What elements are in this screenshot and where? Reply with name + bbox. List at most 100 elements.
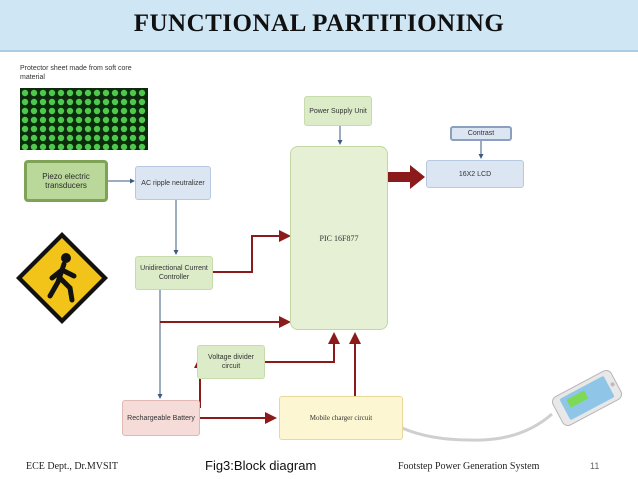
contrast-label: Contrast [467,130,495,137]
voltage-divider-label: Voltage divider circuit [208,354,254,370]
grid-dot [39,107,47,115]
image-caption: Protector sheet made from soft core mate… [20,65,132,81]
ac-ripple-neutralizer-box: AC ripple neutralizer [135,166,211,200]
contrast-box: Contrast [450,126,512,141]
grid-dot [21,116,29,124]
grid-dot [30,125,38,133]
grid-dot [66,125,74,133]
grid-dot [57,116,65,124]
grid-dot [48,125,56,133]
grid-dot [30,116,38,124]
grid-dot [111,89,119,97]
ac-ripple-label: AC ripple neutralizer [141,179,205,187]
dot-grid-icon [21,89,146,151]
protector-sheet-image [20,88,148,151]
grid-dot [120,89,128,97]
grid-dot [21,107,29,115]
grid-dot [84,98,92,106]
grid-dot [48,98,56,106]
grid-dot [39,89,47,97]
grid-dot [111,98,119,106]
grid-dot [111,143,119,151]
grid-dot [93,89,101,97]
grid-dot [111,134,119,142]
grid-dot [120,143,128,151]
grid-dot [120,116,128,124]
grid-dot [120,125,128,133]
grid-dot [102,107,110,115]
grid-dot [30,134,38,142]
grid-dot [93,134,101,142]
grid-dot [102,89,110,97]
grid-dot [21,134,29,142]
grid-dot [75,134,83,142]
grid-dot [75,116,83,124]
power-supply-label: Power Supply Unit [309,107,367,115]
grid-dot [102,143,110,151]
grid-dot [75,89,83,97]
grid-dot [102,125,110,133]
grid-dot [129,116,137,124]
grid-dot [48,107,56,115]
grid-dot [30,98,38,106]
grid-dot [75,125,83,133]
grid-dot [21,125,29,133]
grid-dot [39,98,47,106]
grid-dot [93,125,101,133]
grid-dot [129,98,137,106]
title-bar [0,0,638,52]
grid-dot [39,134,47,142]
grid-dot [129,107,137,115]
grid-dot [30,107,38,115]
mobile-charger-label: Mobile charger circuit [309,413,373,422]
lcd-box: 16X2 LCD [426,160,524,188]
unidirectional-label: Unidirectional Current Controller [140,265,208,281]
voltage-divider-box: Voltage divider circuit [197,345,265,379]
grid-dot [84,143,92,151]
grid-dot [57,98,65,106]
grid-dot [57,125,65,133]
grid-dot [66,107,74,115]
grid-dot [120,134,128,142]
pedestrian-crossing-sign-icon [16,232,108,324]
grid-dot [30,89,38,97]
figure-caption: Fig3:Block diagram [205,458,317,473]
footer-department: ECE Dept., Dr.MVSIT [26,461,118,472]
grid-dot [93,107,101,115]
grid-dot [138,98,146,106]
power-supply-box: Power Supply Unit [304,96,372,126]
grid-dot [111,107,119,115]
pic-microcontroller-box: PIC 16F877 [290,146,388,330]
grid-dot [66,89,74,97]
grid-dot [138,89,146,97]
grid-dot [57,107,65,115]
grid-dot [138,125,146,133]
grid-dot [102,116,110,124]
grid-dot [102,134,110,142]
grid-dot [21,143,29,151]
grid-dot [30,143,38,151]
grid-dot [66,134,74,142]
grid-dot [75,107,83,115]
grid-dot [21,98,29,106]
grid-dot [48,89,56,97]
grid-dot [84,116,92,124]
piezo-label: Piezo electric transducers [42,172,90,190]
page-number: 11 [590,461,600,471]
grid-dot [75,98,83,106]
mobile-charger-box: Mobile charger circuit [279,396,403,440]
grid-dot [66,116,74,124]
grid-dot [48,116,56,124]
slide-title: FUNCTIONAL PARTITIONING [133,10,505,37]
grid-dot [138,143,146,151]
grid-dot [21,89,29,97]
grid-dot [39,125,47,133]
grid-dot [84,107,92,115]
grid-dot [48,134,56,142]
rechargeable-label: Rechargeable Battery [127,414,195,422]
grid-dot [102,98,110,106]
grid-dot [57,134,65,142]
smartphone-icon [551,369,623,427]
unidirectional-controller-box: Unidirectional Current Controller [135,256,213,290]
grid-dot [138,116,146,124]
